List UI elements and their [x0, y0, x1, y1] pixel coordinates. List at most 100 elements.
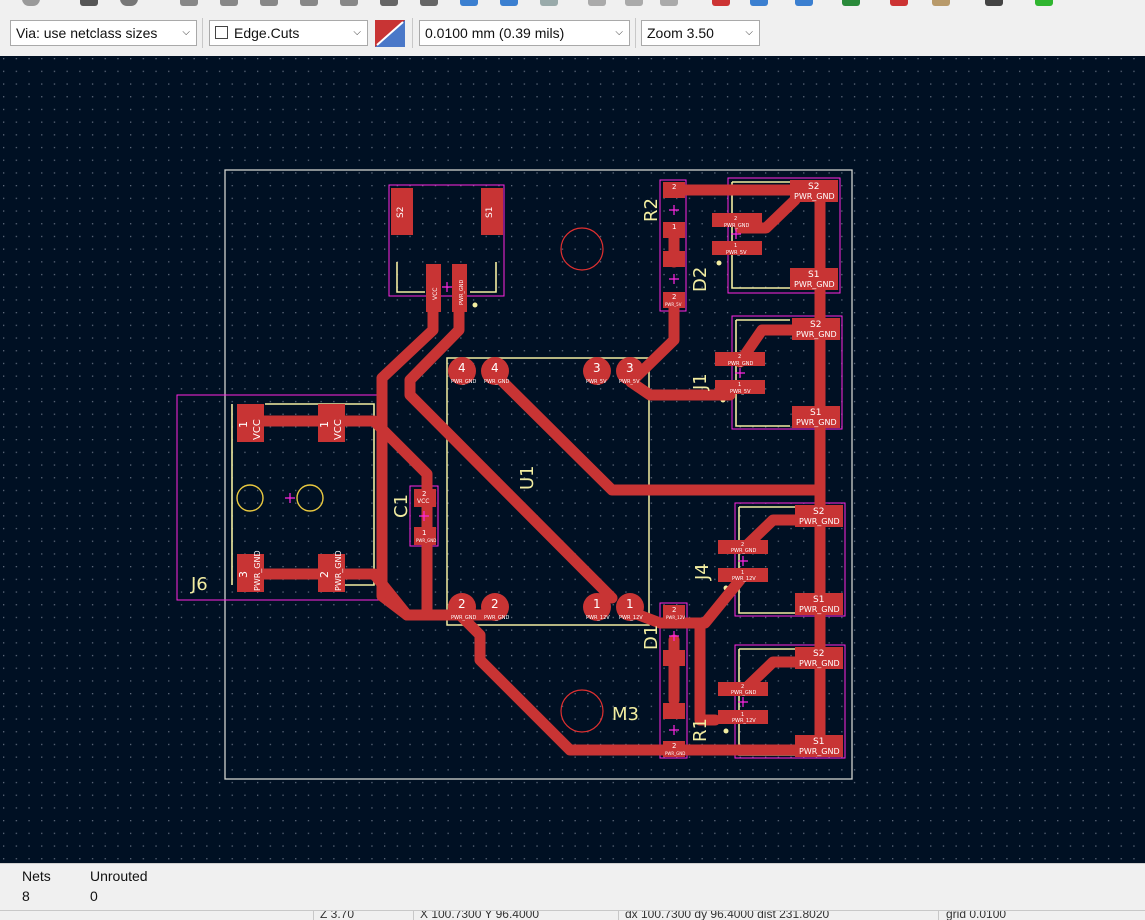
u1-pad-4a[interactable]: [448, 357, 476, 385]
toolbar-icon[interactable]: [625, 0, 643, 6]
d2-pad-2[interactable]: [663, 292, 685, 308]
toolbar-icon[interactable]: [220, 0, 238, 6]
toolbar-icon[interactable]: [300, 0, 318, 6]
toolbar-icon[interactable]: [120, 0, 138, 6]
u1-pad-2b[interactable]: [481, 593, 509, 621]
toolbar-icon[interactable]: [260, 0, 278, 6]
r1-pad-2[interactable]: [663, 741, 685, 757]
r2-pad-2[interactable]: [663, 182, 685, 198]
toolbar-icon[interactable]: [588, 0, 606, 6]
conn1-pin-1[interactable]: [712, 241, 762, 255]
toolbar-icon[interactable]: [712, 0, 730, 6]
j6-pad-1b[interactable]: [318, 404, 345, 442]
ref-j6: J6: [190, 574, 208, 595]
conn1-pad-s2[interactable]: [790, 180, 838, 202]
d1-pad-2[interactable]: [663, 605, 685, 621]
c1-pad-1[interactable]: [414, 527, 436, 545]
trace[interactable]: [454, 609, 826, 756]
toolbar-icon[interactable]: [842, 0, 860, 6]
mounting-hole[interactable]: [560, 227, 604, 271]
conn4-pad-s1[interactable]: [795, 735, 843, 757]
board-outline[interactable]: [224, 169, 853, 780]
j4-pad-s2[interactable]: [795, 505, 843, 527]
layer-dropdown[interactable]: Edge.Cuts ⌵: [209, 20, 368, 46]
toolbar-icon[interactable]: [420, 0, 438, 6]
status-separator: [313, 911, 314, 920]
j6-hole: [236, 484, 264, 512]
ref-c1: C1: [391, 494, 412, 518]
j1-pin-1[interactable]: [715, 380, 765, 394]
u1-pad-1b[interactable]: [616, 593, 644, 621]
via-size-dropdown[interactable]: Via: use netclass sizes ⌵: [10, 20, 197, 46]
layer-pair-icon[interactable]: [375, 20, 405, 47]
toolbar-icon[interactable]: [500, 0, 518, 6]
r1-pad-1[interactable]: [663, 703, 685, 719]
conn1-pin-2[interactable]: [712, 213, 762, 227]
conn4-pad-s2[interactable]: [795, 647, 843, 669]
u1-pad-4b[interactable]: [481, 357, 509, 385]
trace[interactable]: [625, 294, 680, 388]
copper-pads[interactable]: [237, 180, 843, 757]
toolbar-icon[interactable]: [890, 0, 908, 6]
trace[interactable]: [734, 194, 801, 234]
toolbar-icon[interactable]: [380, 0, 398, 6]
u1-pad-3a[interactable]: [583, 357, 611, 385]
d1-pad-1[interactable]: [663, 650, 685, 666]
pad-num: 1: [672, 223, 676, 231]
toolbar-icon[interactable]: [540, 0, 558, 6]
pad-net: PWR_12V: [619, 615, 643, 621]
zoom-dropdown[interactable]: Zoom 3.50 ⌵: [641, 20, 760, 46]
d2-pad-1[interactable]: [663, 251, 685, 267]
toolbar-icon[interactable]: [932, 0, 950, 6]
toolbar-icon[interactable]: [1035, 0, 1053, 6]
conn4-pin-2[interactable]: [718, 682, 768, 696]
toolbar-icon[interactable]: [750, 0, 768, 6]
cursor-xy-readout: X 100.7300 Y 96.4000: [420, 910, 540, 920]
toolbar-icon[interactable]: [795, 0, 813, 6]
conn4-pin-1[interactable]: [718, 710, 768, 724]
toolbar-icon[interactable]: [22, 0, 40, 6]
trace[interactable]: [625, 376, 736, 401]
toolbar-icon[interactable]: [80, 0, 98, 6]
toolbar-icon[interactable]: [985, 0, 1003, 6]
u1-pad-1a[interactable]: [583, 593, 611, 621]
top-conn-pad-1[interactable]: [426, 264, 441, 312]
pad-net: PWR_5V: [730, 389, 751, 395]
j1-pin-2[interactable]: [715, 352, 765, 366]
pad-num: S1: [485, 207, 495, 218]
j6-pad-2[interactable]: [318, 554, 345, 592]
r2-pad-1[interactable]: [663, 222, 685, 238]
trace[interactable]: [625, 574, 746, 629]
pcb-drawing[interactable]: J6 C1 U1 R2 D2 J1 J4 D1 R1 M3 1 VCC 1 VC…: [0, 56, 1145, 863]
j1-pad-s2[interactable]: [792, 318, 840, 340]
toolbar-icon[interactable]: [340, 0, 358, 6]
toolbar-icon[interactable]: [460, 0, 478, 6]
trace[interactable]: [490, 369, 826, 496]
top-conn-pad-s2[interactable]: [391, 188, 413, 235]
u1-pad-3b[interactable]: [616, 357, 644, 385]
j1-pad-s1[interactable]: [792, 406, 840, 428]
j6-pad-3[interactable]: [237, 554, 264, 592]
trace[interactable]: [694, 617, 721, 726]
trace[interactable]: [404, 282, 618, 604]
conn1-pad-s1[interactable]: [790, 268, 838, 290]
top-conn-pad-s1[interactable]: [481, 188, 503, 235]
grid-dropdown[interactable]: 0.0100 mm (0.39 mils) ⌵: [419, 20, 630, 46]
c1-pad-2[interactable]: [414, 489, 436, 507]
pad-net: VCC: [252, 419, 263, 440]
pcb-canvas[interactable]: J6 C1 U1 R2 D2 J1 J4 D1 R1 M3 1 VCC 1 VC…: [0, 56, 1145, 863]
toolbar-icon[interactable]: [180, 0, 198, 6]
pad-num: 3: [626, 361, 634, 375]
j4-pad-s1[interactable]: [795, 593, 843, 615]
pad-num: 1: [734, 243, 737, 249]
pad-num: 2: [458, 597, 466, 611]
toolbar-icon[interactable]: [660, 0, 678, 6]
j4-pin-2[interactable]: [718, 540, 768, 554]
j4-pin-1[interactable]: [718, 568, 768, 582]
j6-pad-1[interactable]: [237, 404, 264, 442]
mounting-hole[interactable]: [560, 689, 604, 733]
pad-net: VCC: [333, 419, 344, 440]
pad-num: S1: [810, 408, 821, 418]
top-conn-pad-2[interactable]: [452, 264, 467, 312]
u1-pad-2a[interactable]: [448, 593, 476, 621]
